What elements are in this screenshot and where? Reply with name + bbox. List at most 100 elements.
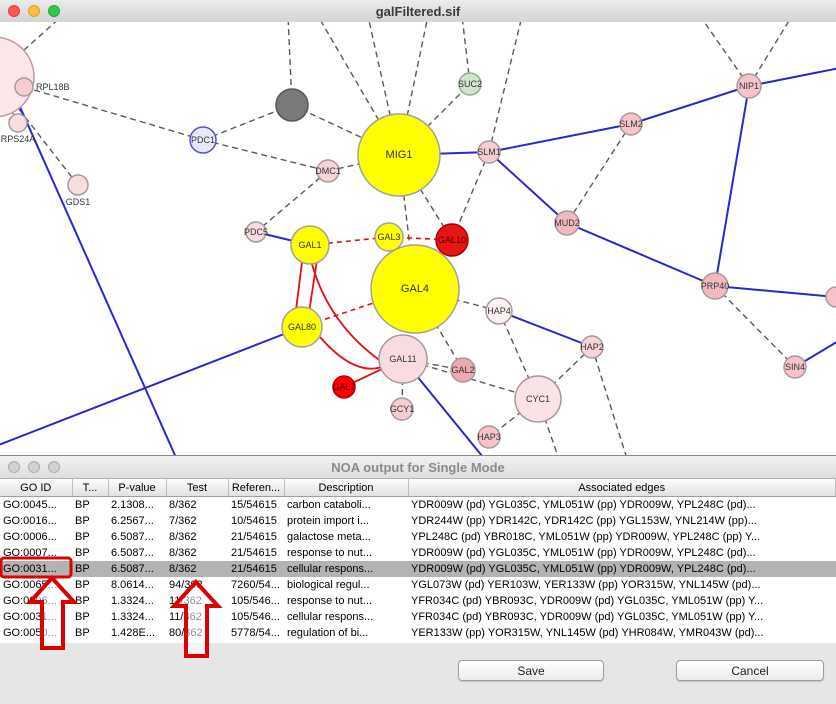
- save-button[interactable]: Save: [458, 660, 604, 681]
- node-DMC1[interactable]: [316, 159, 340, 183]
- table-cell: 15/54615: [231, 499, 277, 511]
- table-cell: BP: [75, 499, 90, 511]
- node-gray-node[interactable]: [275, 88, 309, 122]
- node-MUD2[interactable]: [554, 210, 580, 236]
- table-cell: biological regul...: [287, 579, 370, 591]
- table-cell: 8/362: [169, 563, 197, 575]
- node-RPS24A[interactable]: [8, 113, 28, 133]
- node-label-GAL7: GAL7: [332, 382, 355, 392]
- node-RPL18B[interactable]: [14, 77, 34, 97]
- network-edge: [630, 85, 750, 125]
- node-GAL10[interactable]: [435, 223, 469, 257]
- column-header[interactable]: P-value: [108, 479, 167, 497]
- node-MIG1[interactable]: [357, 113, 441, 197]
- noa-titlebar: NOA output for Single Mode: [0, 456, 836, 479]
- node-label-SLM2: SLM2: [619, 119, 643, 129]
- cancel-button[interactable]: Cancel: [676, 660, 824, 681]
- node-CYC1[interactable]: [514, 375, 562, 423]
- noa-window-title: NOA output for Single Mode: [331, 459, 505, 475]
- column-header[interactable]: Referen...: [228, 479, 285, 497]
- network-edge: [714, 285, 796, 368]
- table-cell: 94/362: [169, 579, 203, 591]
- node-HAP2[interactable]: [580, 335, 604, 359]
- table-cell: 21/54615: [231, 563, 277, 575]
- node-pale-big[interactable]: [0, 36, 35, 118]
- network-edge: [488, 123, 632, 153]
- close-button[interactable]: [8, 5, 20, 17]
- node-SLM2[interactable]: [619, 112, 643, 136]
- node-SIN4[interactable]: [783, 355, 807, 379]
- node-PRP40[interactable]: [701, 272, 729, 300]
- node-GAL11[interactable]: [378, 334, 428, 384]
- table-cell: response to nut...: [287, 547, 372, 559]
- column-header[interactable]: Description: [284, 479, 409, 497]
- network-edge: [255, 170, 329, 233]
- table-cell: YDR244W (pp) YDR142C, YDR142C (pp) YGL15…: [411, 515, 757, 527]
- node-label-HAP2: HAP2: [580, 342, 604, 352]
- node-GCY1[interactable]: [390, 397, 414, 421]
- table-cell: 10/54615: [231, 515, 277, 527]
- column-header[interactable]: Test: [166, 479, 229, 497]
- table-cell: GO:0007...: [3, 547, 57, 559]
- table-cell: GO:0006...: [3, 531, 57, 543]
- node-HAP3[interactable]: [477, 425, 501, 449]
- minimize-button[interactable]: [28, 5, 40, 17]
- table-cell: 21/54615: [231, 547, 277, 559]
- column-header[interactable]: T...: [72, 479, 109, 497]
- node-label-HAP3: HAP3: [477, 432, 501, 442]
- column-header[interactable]: GO ID: [0, 479, 73, 497]
- table-cell: YPL248C (pd) YBR018C, YML051W (pp) YDR00…: [411, 531, 761, 543]
- table-cell: GO:0045...: [3, 499, 57, 511]
- node-label-GAL10: GAL10: [438, 235, 466, 245]
- node-GAL3[interactable]: [374, 222, 404, 252]
- node-PDC1[interactable]: [189, 126, 217, 154]
- node-HAP4[interactable]: [485, 297, 513, 325]
- network-edge: [699, 15, 750, 87]
- minimize-button[interactable]: [28, 461, 40, 473]
- node-GDS1[interactable]: [67, 174, 89, 196]
- node-PDC5[interactable]: [245, 221, 267, 243]
- node-NIP1[interactable]: [736, 73, 762, 99]
- node-GAL80[interactable]: [281, 306, 323, 348]
- close-button[interactable]: [8, 461, 20, 473]
- node-label-RPL18B: RPL18B: [36, 82, 70, 92]
- network-titlebar: galFiltered.sif: [0, 0, 836, 23]
- table-cell: BP: [75, 547, 90, 559]
- zoom-button[interactable]: [48, 5, 60, 17]
- node-label-GAL1: GAL1: [298, 240, 321, 250]
- node-SLM1[interactable]: [477, 140, 501, 164]
- node-label-GAL11: GAL11: [389, 354, 416, 364]
- node-GAL7[interactable]: [332, 375, 356, 399]
- column-header[interactable]: Associated edges: [408, 479, 836, 497]
- node-GAL1[interactable]: [290, 225, 330, 265]
- network-edge: [488, 15, 523, 153]
- node-label-MIG1: MIG1: [386, 149, 413, 161]
- node-GAL4[interactable]: [370, 244, 460, 334]
- table-cell: 7/362: [169, 515, 197, 527]
- table-cell: 11/362: [169, 595, 202, 607]
- zoom-button[interactable]: [48, 461, 60, 473]
- table-cell: GO:0065...: [3, 579, 57, 591]
- node-label-SIN4: SIN4: [785, 362, 805, 372]
- table-cell: 1.3324...: [111, 611, 154, 623]
- node-GAL2[interactable]: [450, 357, 476, 383]
- node-right-node[interactable]: [825, 286, 836, 308]
- node-SUC2[interactable]: [458, 72, 482, 96]
- table-cell: 6.5087...: [111, 547, 154, 559]
